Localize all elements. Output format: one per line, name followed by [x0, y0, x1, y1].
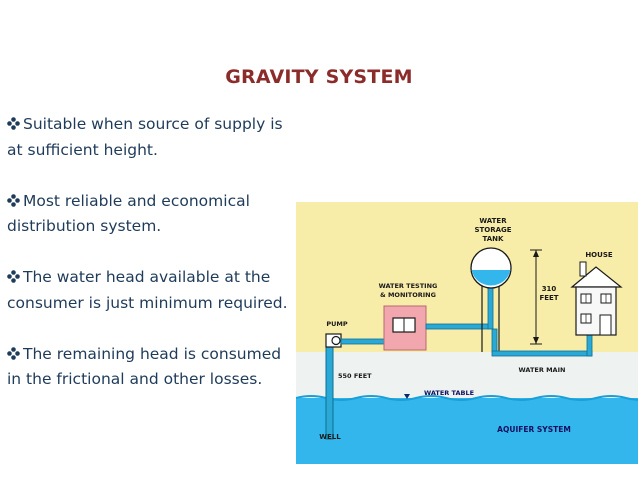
diamond-bullet-icon	[7, 117, 20, 130]
bullet-text: Suitable when source of supply is at suf…	[7, 115, 283, 159]
aquifer-layer	[296, 398, 638, 464]
bullet-item: The remaining head is consumed in the fr…	[7, 342, 289, 393]
pipe-testing-to-tank	[425, 323, 490, 330]
pipe-pump-to-testing	[340, 338, 385, 345]
diamond-bullet-icon	[7, 193, 20, 207]
house-door	[599, 314, 612, 336]
bullet-item: Suitable when source of supply is at suf…	[7, 112, 289, 163]
water-main-pipe	[491, 350, 593, 357]
water-table-label: WATER TABLE	[424, 389, 474, 397]
tank-outlet-pipe	[491, 328, 498, 353]
water-main-label: WATER MAIN	[519, 366, 566, 374]
well-label: WELL	[319, 433, 341, 441]
slide-title: GRAVITY SYSTEM	[225, 66, 413, 88]
bullet-text: The water head available at the consumer…	[7, 268, 288, 312]
bullet-item: Most reliable and economical distributio…	[7, 189, 289, 240]
water-table-marker-icon	[404, 394, 410, 399]
depth-label: 550 FEET	[338, 372, 372, 380]
height-label-line2: FEET	[539, 294, 558, 302]
ground-layer	[296, 352, 638, 398]
diamond-bullet-icon	[7, 270, 20, 283]
tank-label-line2: STORAGE	[474, 226, 511, 234]
gravity-system-diagram: WATER STORAGE TANK HOUSE WATER TESTING &…	[296, 202, 638, 464]
bullet-text: Most reliable and economical distributio…	[7, 191, 250, 236]
bullet-text: The remaining head is consumed in the fr…	[7, 344, 282, 389]
pump-wheel-icon	[331, 335, 341, 346]
pump-body	[325, 333, 342, 348]
pump-label: PUMP	[326, 320, 348, 328]
water-table-line	[296, 395, 638, 401]
testing-label-line1: WATER TESTING	[379, 282, 438, 290]
testing-label-line2: & MONITORING	[380, 291, 436, 299]
height-label-line1: 310	[542, 285, 557, 293]
house-supply-pipe	[586, 334, 593, 357]
diamond-bullet-icon	[7, 346, 20, 360]
aquifer-label: AQUIFER SYSTEM	[497, 425, 571, 434]
bullet-item: The water head available at the consumer…	[7, 265, 289, 316]
tank-label-line1: WATER	[479, 217, 507, 225]
bullet-list: Suitable when source of supply is at suf…	[7, 112, 289, 418]
tank-label-line3: TANK	[483, 235, 505, 243]
house-label: HOUSE	[585, 251, 613, 259]
well-pipe	[325, 344, 334, 440]
